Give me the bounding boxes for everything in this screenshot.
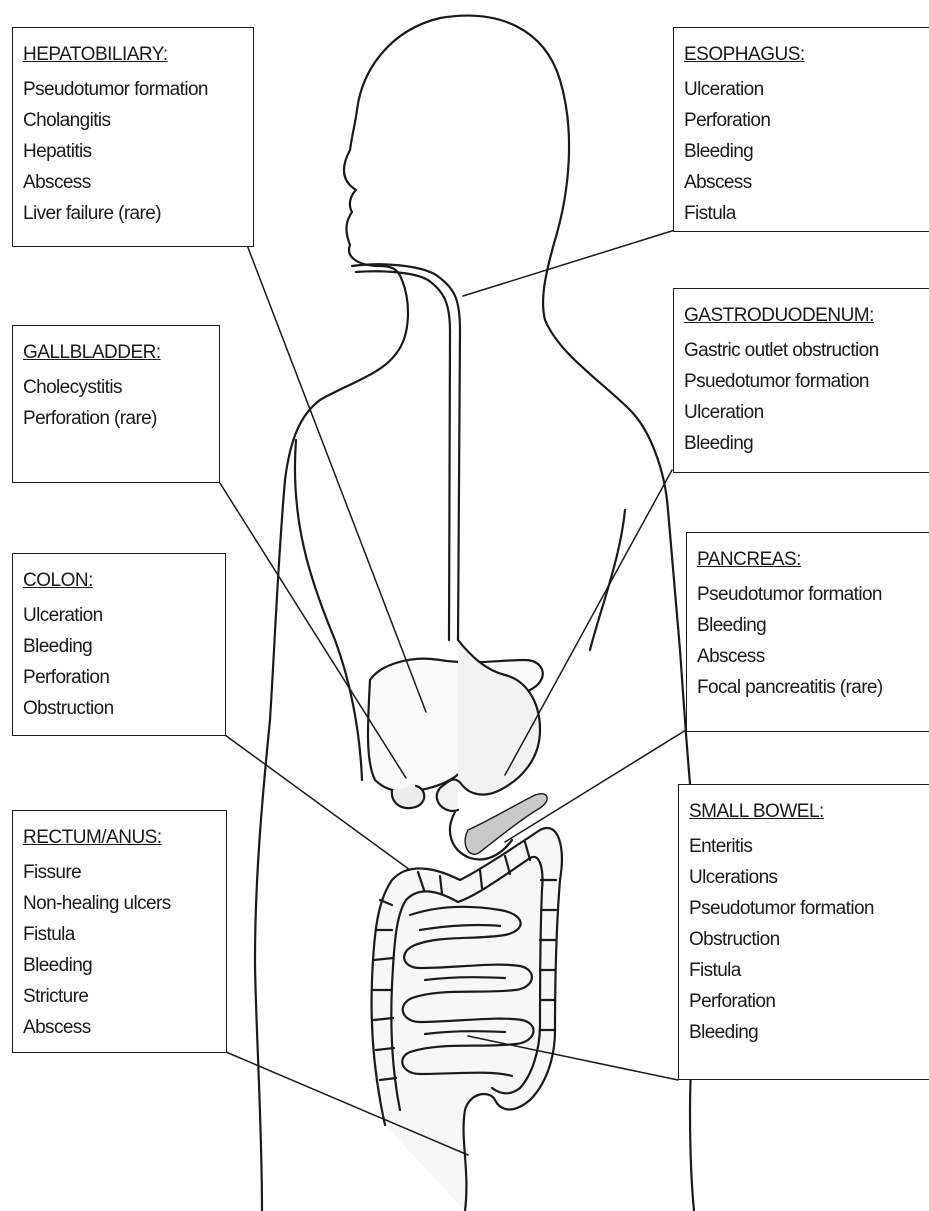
hepatobiliary-item: Cholangitis bbox=[23, 105, 243, 136]
small-bowel-item: Fistula bbox=[689, 955, 919, 986]
small-bowel-item: Ulcerations bbox=[689, 862, 919, 893]
colon-title: COLON: bbox=[23, 566, 215, 596]
pancreas-item: Bleeding bbox=[697, 610, 919, 641]
small-bowel-box: SMALL BOWEL: Enteritis Ulcerations Pseud… bbox=[678, 784, 929, 1080]
rectum-anus-item: Fissure bbox=[23, 857, 216, 888]
gallbladder-title: GALLBLADDER: bbox=[23, 338, 209, 368]
gallbladder bbox=[392, 786, 424, 808]
small-bowel-item: Pseudotumor formation bbox=[689, 893, 919, 924]
esophagus-item: Fistula bbox=[684, 198, 919, 229]
colon-box: COLON: Ulceration Bleeding Perforation O… bbox=[12, 553, 226, 736]
esophagus-item: Bleeding bbox=[684, 136, 919, 167]
gastroduodenum-item: Gastric outlet obstruction bbox=[684, 335, 919, 366]
left-arm-line bbox=[295, 440, 362, 780]
rectum-anus-box: RECTUM/ANUS: Fissure Non-healing ulcers … bbox=[12, 810, 227, 1053]
rectum-anus-item: Fistula bbox=[23, 919, 216, 950]
pancreas-item: Pseudotumor formation bbox=[697, 579, 919, 610]
small-bowel-item: Bleeding bbox=[689, 1017, 919, 1048]
pancreas-item: Focal pancreatitis (rare) bbox=[697, 672, 919, 703]
gallbladder-box: GALLBLADDER: Cholecystitis Perforation (… bbox=[12, 325, 220, 483]
esophagus-item: Abscess bbox=[684, 167, 919, 198]
gastroduodenum-box: GASTRODUODENUM: Gastric outlet obstructi… bbox=[673, 288, 929, 473]
gallbladder-item: Cholecystitis bbox=[23, 372, 209, 403]
hepatobiliary-item: Liver failure (rare) bbox=[23, 198, 243, 229]
small-bowel-title: SMALL BOWEL: bbox=[689, 797, 919, 827]
gastroduodenum-title: GASTRODUODENUM: bbox=[684, 301, 919, 331]
hepatobiliary-item: Pseudotumor formation bbox=[23, 74, 243, 105]
hepatobiliary-item: Abscess bbox=[23, 167, 243, 198]
small-bowel-item: Perforation bbox=[689, 986, 919, 1017]
rectum-anus-item: Stricture bbox=[23, 981, 216, 1012]
rectum-anus-item: Bleeding bbox=[23, 950, 216, 981]
esophagus-box: ESOPHAGUS: Ulceration Perforation Bleedi… bbox=[673, 27, 929, 232]
hepatobiliary-title: HEPATOBILIARY: bbox=[23, 40, 243, 70]
esophagus-tube bbox=[352, 264, 460, 640]
hepatobiliary-item: Hepatitis bbox=[23, 136, 243, 167]
esophagus-title: ESOPHAGUS: bbox=[684, 40, 919, 70]
colon-item: Obstruction bbox=[23, 693, 215, 724]
hepatobiliary-box: HEPATOBILIARY: Pseudotumor formation Cho… bbox=[12, 27, 254, 247]
pancreas-item: Abscess bbox=[697, 641, 919, 672]
rectum-anus-item: Non-healing ulcers bbox=[23, 888, 216, 919]
colon-item: Ulceration bbox=[23, 600, 215, 631]
pancreas-title: PANCREAS: bbox=[697, 545, 919, 575]
gastroduodenum-item: Bleeding bbox=[684, 428, 919, 459]
small-bowel-item: Enteritis bbox=[689, 831, 919, 862]
gastroduodenum-item: Ulceration bbox=[684, 397, 919, 428]
esophagus-item: Perforation bbox=[684, 105, 919, 136]
pancreas-box: PANCREAS: Pseudotumor formation Bleeding… bbox=[686, 532, 929, 732]
colon-item: Perforation bbox=[23, 662, 215, 693]
rectum-anus-title: RECTUM/ANUS: bbox=[23, 823, 216, 853]
rectum-anus-item: Abscess bbox=[23, 1012, 216, 1043]
esophagus-tube-inner bbox=[356, 271, 450, 640]
esophagus-item: Ulceration bbox=[684, 74, 919, 105]
colon-item: Bleeding bbox=[23, 631, 215, 662]
small-bowel-item: Obstruction bbox=[689, 924, 919, 955]
gastroduodenum-item: Psuedotumor formation bbox=[684, 366, 919, 397]
right-arm-line bbox=[590, 510, 625, 650]
gallbladder-item: Perforation (rare) bbox=[23, 403, 209, 434]
